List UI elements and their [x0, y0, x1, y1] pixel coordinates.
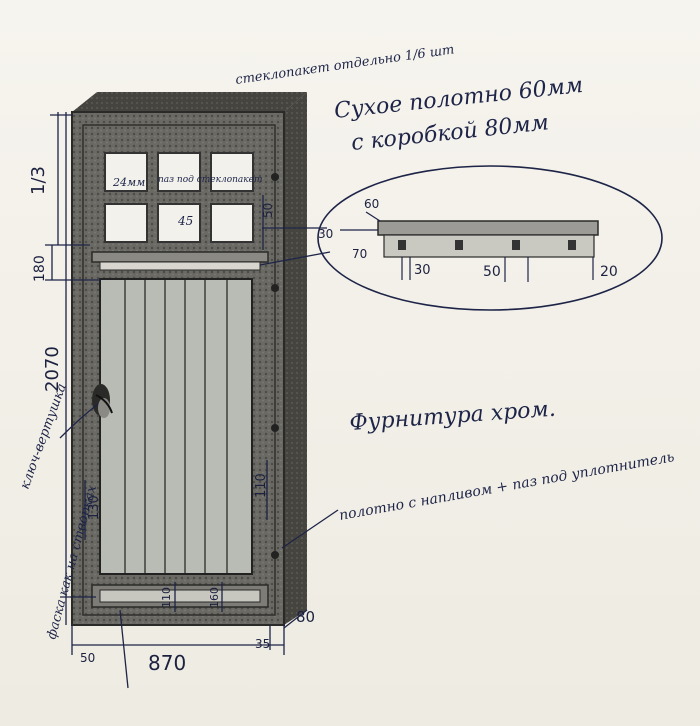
detail-50: 50 [483, 264, 501, 280]
glass-pane [157, 203, 201, 243]
dim-bottom-35: 35 [255, 637, 270, 651]
hinge-icon [271, 173, 279, 181]
detail-30b: 30 [414, 263, 431, 278]
hinge-icon [271, 284, 279, 292]
dim-bottom-110: 110 [160, 587, 173, 608]
detail-70: 70 [352, 247, 367, 261]
hinges [271, 173, 279, 559]
door-leaf [82, 124, 276, 616]
dim-width: 870 [148, 651, 186, 675]
detail-bubble [317, 165, 663, 311]
glass-pane [104, 203, 148, 243]
fittings-note: Фурнитура хром. [349, 397, 557, 436]
glass-pane [210, 203, 254, 243]
dim-bottom-160: 160 [208, 587, 221, 608]
dim-bottom-50: 50 [80, 651, 95, 665]
dim-rail-180: 180 [32, 255, 48, 282]
dimension-lines [45, 112, 339, 689]
dim-upper-third: 1/3 [28, 166, 49, 195]
key-turner-icon [92, 384, 113, 418]
glass-slot-note: паз под стеклопакет [158, 175, 263, 185]
profile-top [377, 220, 599, 236]
dim-right-110: 110 [254, 473, 269, 498]
glass-pane [157, 152, 201, 192]
dim-frame-80: 80 [296, 608, 315, 626]
frame-top-face [72, 92, 307, 112]
bottom-rail [91, 584, 269, 608]
glass-panes [104, 152, 254, 243]
detail-20: 20 [600, 264, 618, 280]
glass-note: стеклопакет отдельно 1/6 шт [234, 42, 455, 88]
dim-small-24: 24мм [112, 176, 145, 189]
hinge-icon [271, 551, 279, 559]
frame-side-face [284, 92, 307, 625]
dim-height: 2070 [42, 346, 63, 392]
dim-side-50: 50 [261, 203, 275, 218]
profile-detail [317, 165, 663, 311]
middle-rail [91, 251, 269, 271]
leaf-note: полотно с напливом + паз под уплотнитель [338, 449, 676, 524]
glass-pane [104, 152, 148, 192]
dim-left-130: 130 [87, 495, 102, 520]
lower-panel [99, 278, 253, 575]
profile-body [383, 234, 595, 258]
glass-pane [210, 152, 254, 192]
detail-30: 30 [318, 227, 333, 241]
hinge-icon [271, 424, 279, 432]
dim-small-45: 45 [177, 214, 193, 228]
detail-60: 60 [364, 197, 379, 211]
